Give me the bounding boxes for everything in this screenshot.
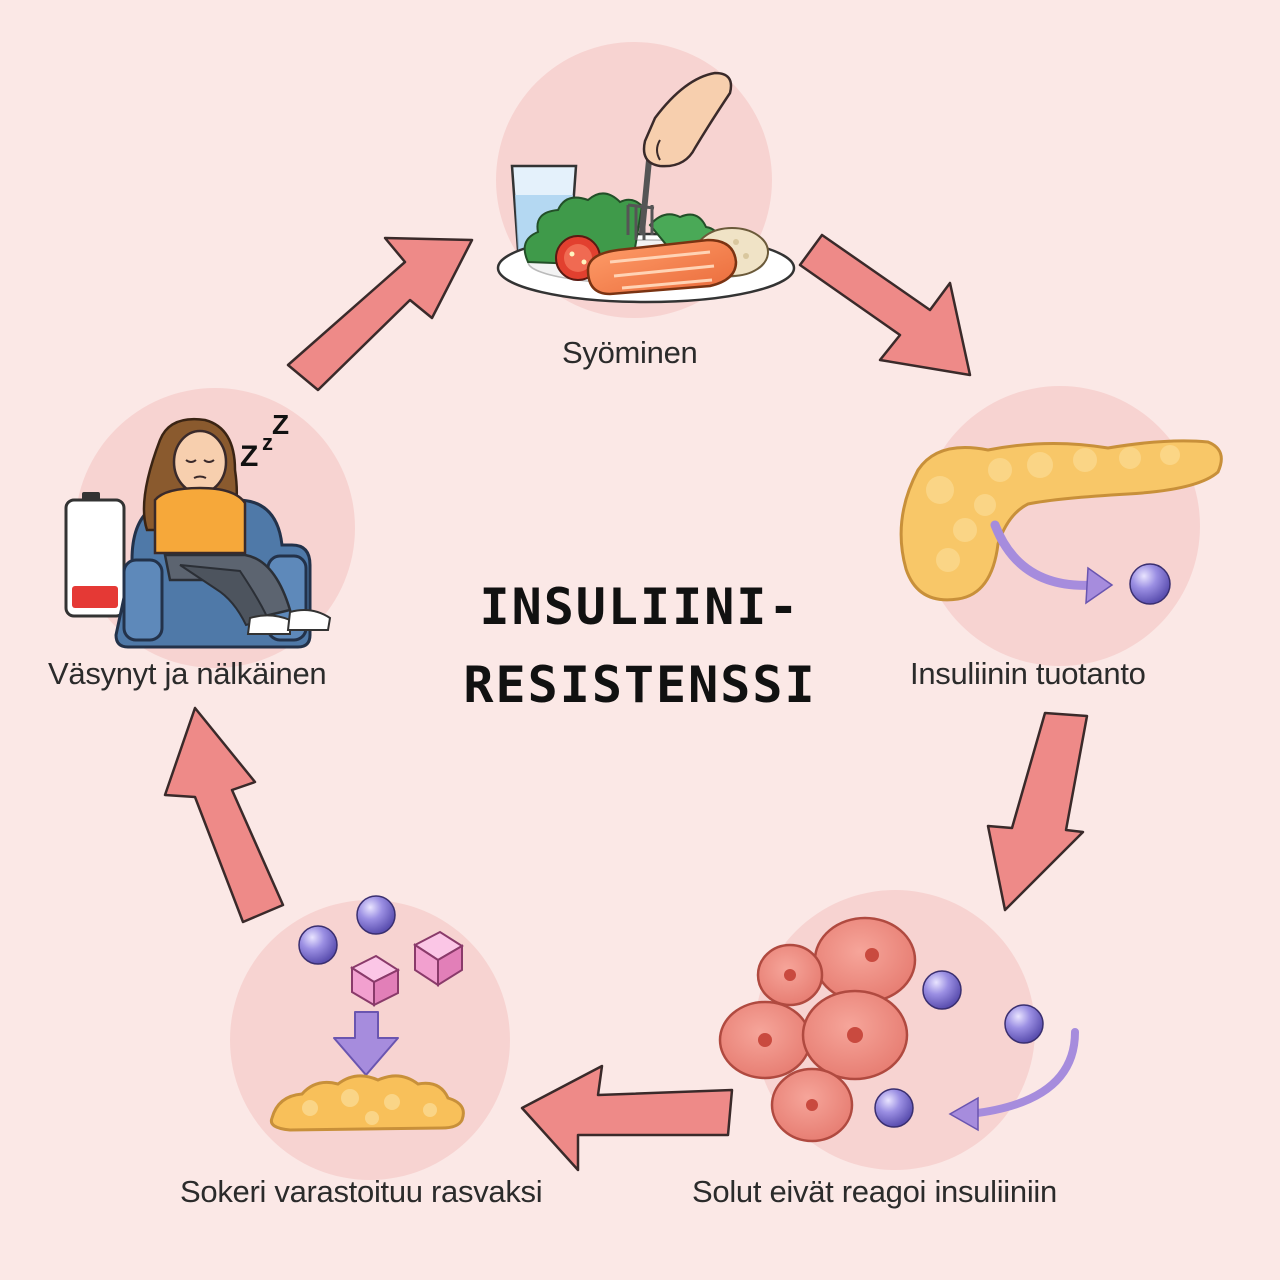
arrow-sugar-to-tired [163,706,285,924]
arrow-insulin-to-cells [986,711,1089,912]
plate-with-salmon-salad-icon [496,71,796,304]
sugar-cube-icon [413,930,464,987]
stage-label-tired-hungry: Väsynyt ja nälkäinen [48,656,327,691]
cells-icon [718,916,1079,1143]
fat-storage-icon [269,895,465,1132]
low-battery-icon [64,492,126,618]
svg-text:Z: Z [272,409,289,440]
svg-text:Z: Z [240,440,258,473]
pancreas-icon [899,439,1223,605]
svg-text:z: z [262,430,273,455]
arrow-cells-to-sugar [520,1064,734,1172]
stage-label-insulin-production: Insuliinin tuotanto [910,656,1146,691]
stage-label-sugar-stored: Sokeri varastoituu rasvaksi [180,1174,543,1209]
stage-label-eating: Syöminen [562,335,698,370]
tired-person-icon: Z z Z [64,409,332,649]
diagram-title-line2: RESISTENSSI [463,656,817,714]
sugar-cube-icon [349,954,401,1007]
arrow-tired-to-eating [286,236,474,392]
stage-label-cells-no-response: Solut eivät reagoi insuliiniin [692,1174,1057,1209]
diagram-title-line1: INSULIINI- [479,578,801,636]
arrow-eating-to-insulin [798,233,972,377]
